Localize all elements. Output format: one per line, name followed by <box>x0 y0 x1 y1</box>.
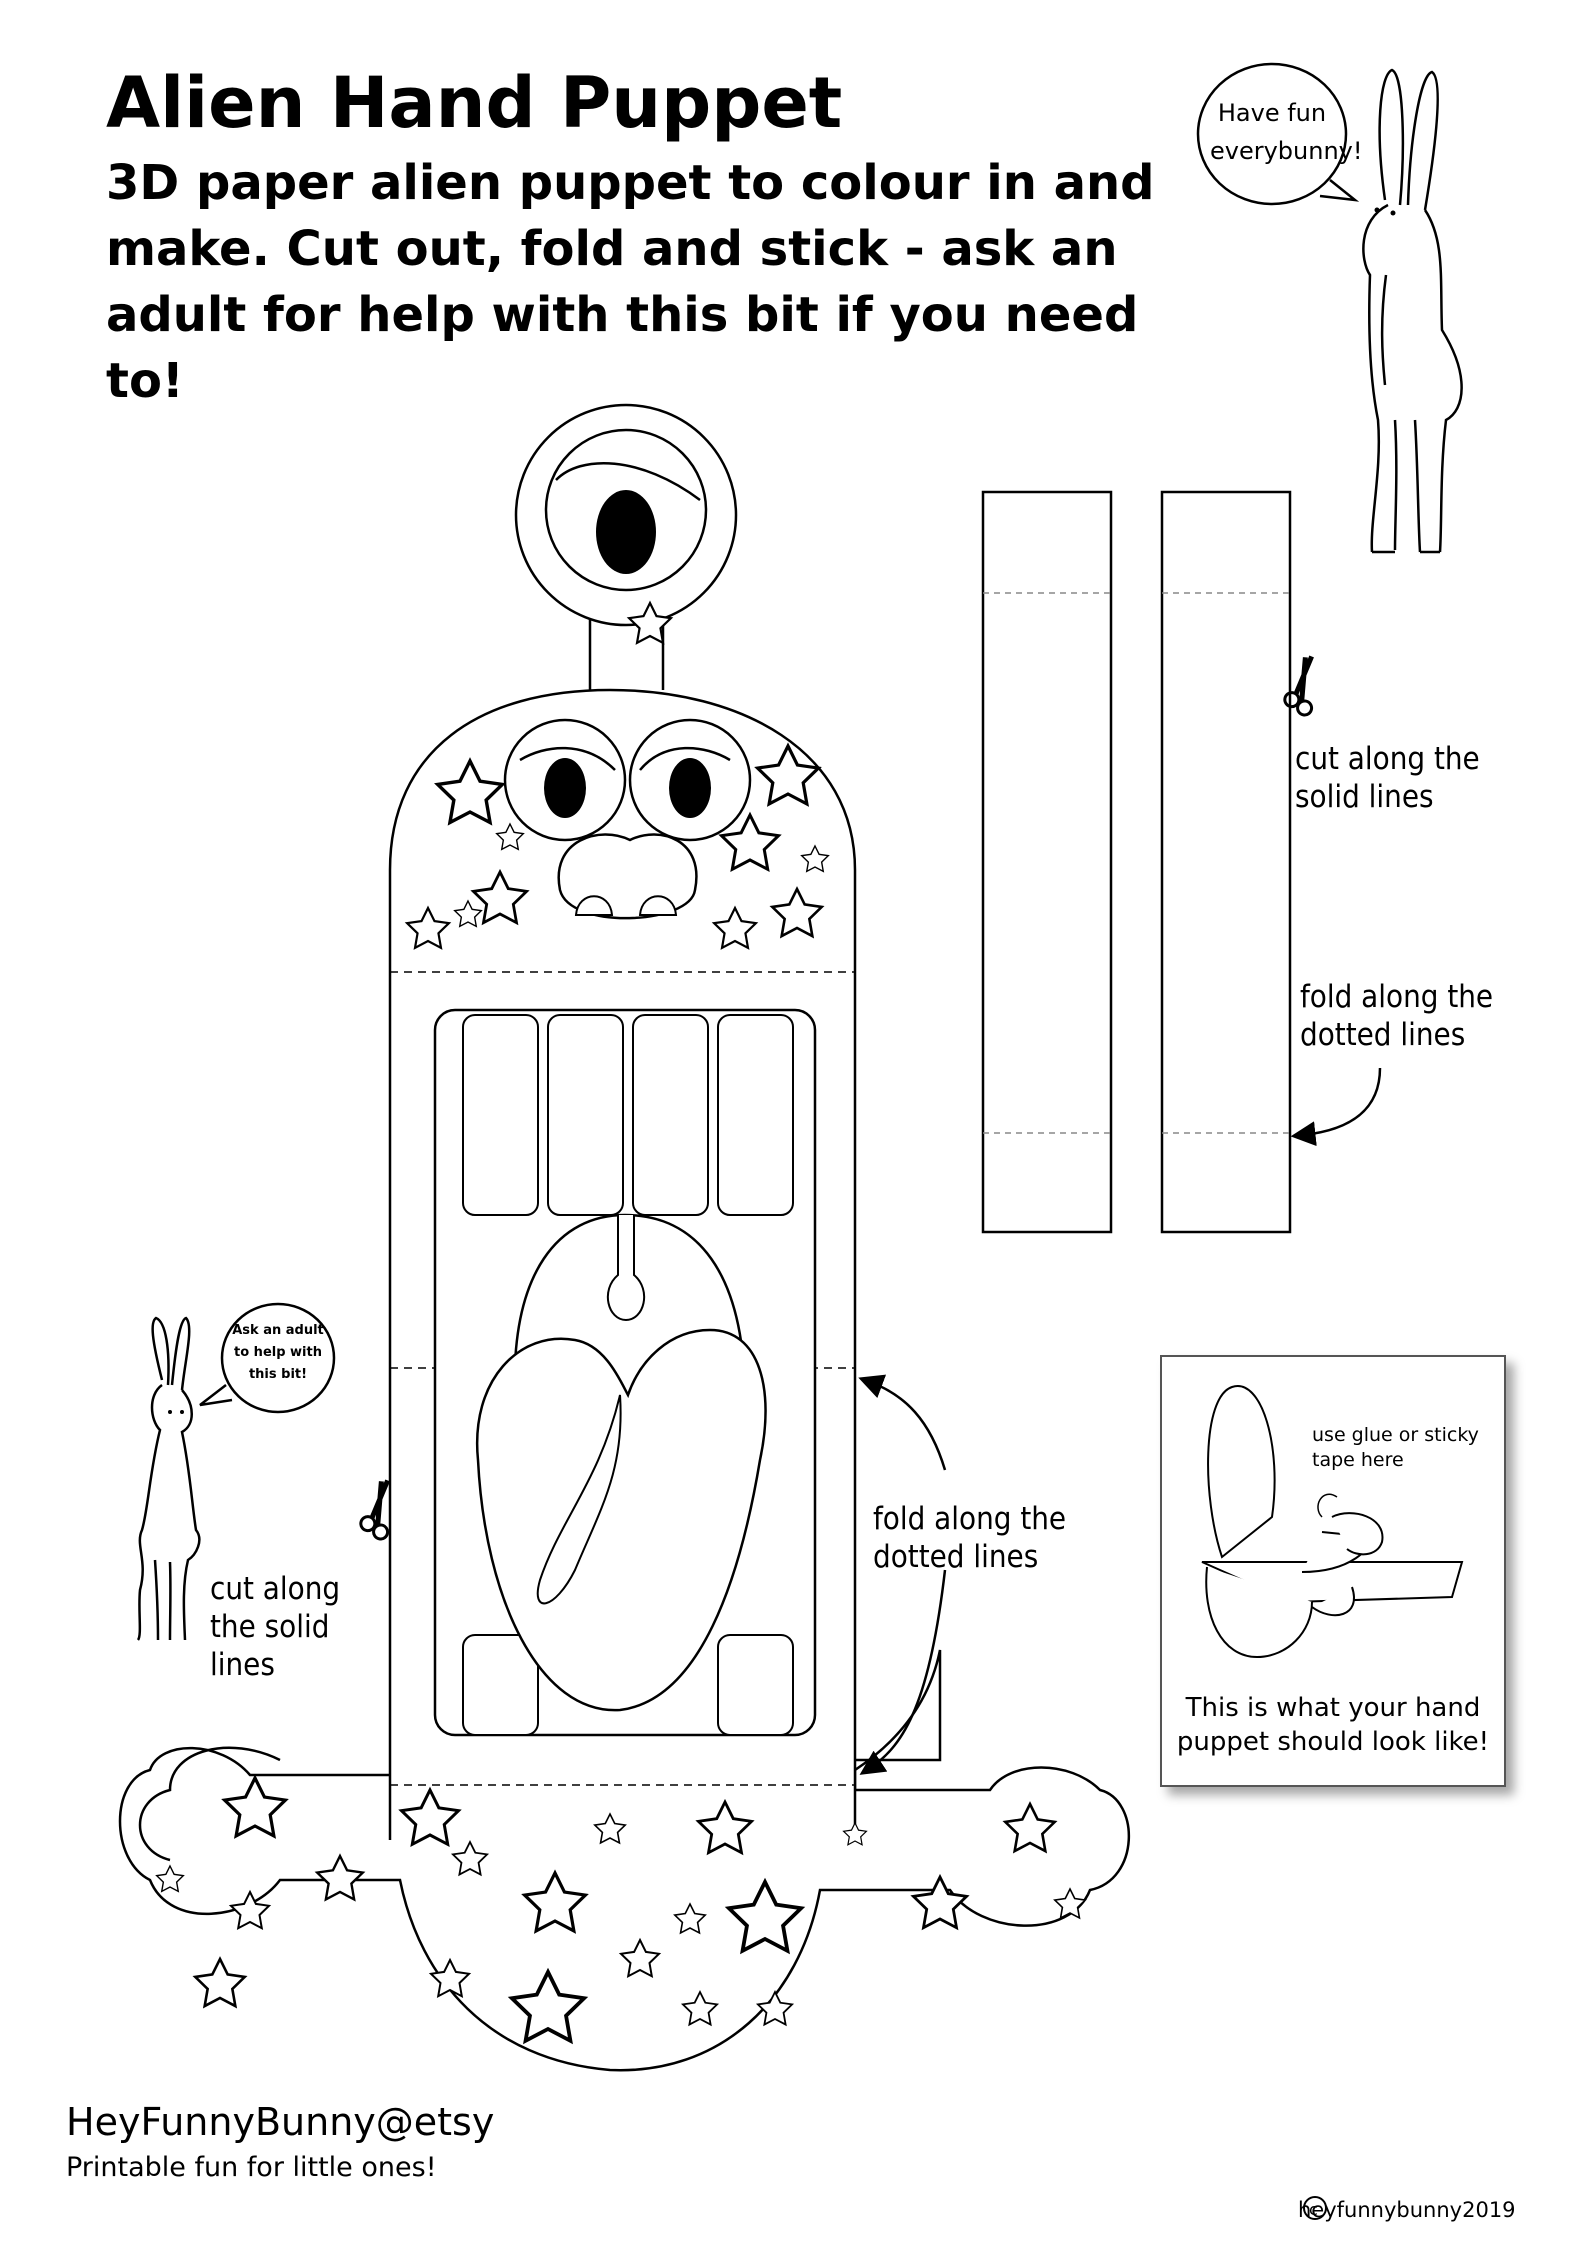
page-subtitle: 3D paper alien puppet to colour in and m… <box>106 155 1155 409</box>
preview-caption: This is what your hand puppet should loo… <box>1176 1693 1490 1757</box>
strips-fold-instruction: fold along the dotted lines <box>1300 979 1494 1053</box>
puppet-fold-instruction: fold along the dotted lines <box>873 1501 1067 1575</box>
bunny-top-speech: Have fun everybunny! <box>1210 99 1363 165</box>
footer-brand: HeyFunnyBunny@etsy <box>66 2100 495 2144</box>
footer-tagline: Printable fun for little ones! <box>66 2152 437 2183</box>
tongue <box>475 1328 767 1712</box>
strips-cut-instruction: cut along the solid lines <box>1295 741 1480 815</box>
copyright-text: heyfunnybunny2019 <box>1298 2198 1516 2222</box>
paper-strips <box>981 490 1292 1234</box>
puppet-cut-instruction: cut along the solid lines <box>210 1571 341 1683</box>
svg-text:c: c <box>1309 2200 1318 2219</box>
curved-arrow-icon <box>859 1569 947 1775</box>
curved-arrow-icon <box>858 1374 947 1471</box>
speech-bubble <box>1196 62 1348 206</box>
preview-illustration <box>1201 1385 1464 1659</box>
curved-arrow-icon <box>1317 1493 1338 1518</box>
copyright-icon <box>1303 2196 1327 2220</box>
bunny-top-right <box>1362 68 1463 554</box>
speech-bubble <box>220 1302 336 1414</box>
bunny-left <box>136 1316 201 1641</box>
preview-note: use glue or sticky tape here <box>1312 1424 1479 1471</box>
big-eye-pupil <box>596 490 656 574</box>
curved-arrow-icon <box>1290 1067 1382 1147</box>
bunny-left-speech: Ask an adult to help with this bit! <box>232 1323 324 1382</box>
preview-card: use glue or sticky tape here This is wha… <box>1160 1355 1506 1787</box>
page-title: Alien Hand Puppet <box>106 62 843 144</box>
